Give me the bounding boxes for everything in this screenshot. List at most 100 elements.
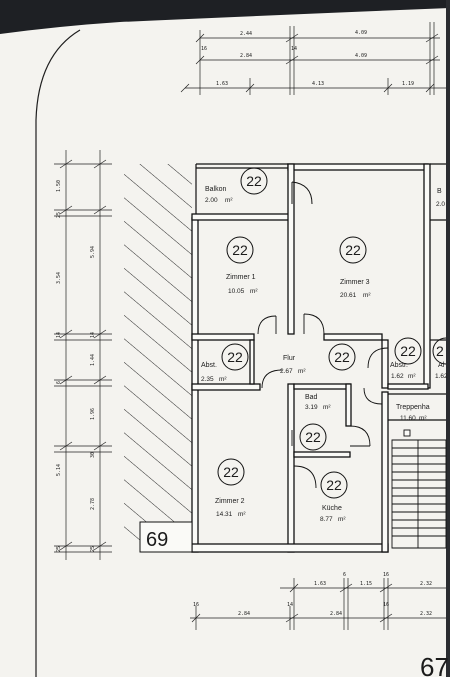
room-name-treppenhaus: Treppenha [396, 404, 430, 411]
dim-top-row3-c: 1.19 [402, 81, 414, 87]
dim-left-inner-4: 1.96 [90, 408, 96, 420]
area-unit: m² [408, 373, 416, 380]
hatched-neighbour-area [124, 164, 192, 548]
dim-left-5: 6 [56, 381, 62, 384]
area-unit: m² [323, 404, 331, 411]
room-number-circle [217, 458, 245, 486]
dim-left-inner-3: 1.44 [90, 354, 96, 366]
room-number: 22 [345, 242, 361, 258]
room-area-zimmer-3: 20.61 [340, 292, 357, 299]
room-number-circle [339, 236, 367, 264]
dim-top-row3-a: 1.63 [216, 81, 228, 87]
balkon-outline [195, 163, 288, 214]
dim-bottom-row1-a: 1.63 [314, 581, 326, 587]
area-unit: m² [225, 197, 233, 204]
dim-top-small-b: 14 [291, 46, 297, 52]
room-area-treppenhaus: 11.60 [400, 415, 416, 422]
top-dimension-labels: 2.44 4.09 2.84 4.09 1.63 4.13 1.19 16 14 [201, 30, 414, 87]
dim-left-inner-6: 2.78 [90, 498, 96, 510]
photo-right-edge [446, 0, 450, 677]
area-unit: m² [238, 511, 246, 518]
room-area-flur: 2.67 [280, 368, 293, 375]
dim-left-7: 25 [56, 546, 62, 552]
dim-bottom-small-d: 16 [383, 572, 389, 578]
room-name-kueche: Küche [322, 505, 342, 512]
room-area-abst: 2.35 [201, 376, 214, 383]
room-area-kueche: 8.77 [320, 516, 333, 523]
room-number: 22 [227, 349, 243, 365]
dim-top-small-a: 16 [201, 46, 207, 52]
room-number: 22 [232, 242, 248, 258]
dim-top-row1-b: 4.09 [355, 30, 367, 36]
dim-top-row1-a: 2.44 [240, 31, 252, 37]
room-name-zimmer-3: Zimmer 3 [340, 279, 370, 286]
area-unit: m² [298, 368, 306, 375]
room-area-zimmer-2: 14.31 [216, 511, 233, 518]
dim-bottom-row1-b: 1.15 [360, 581, 372, 587]
room-area-abstr: 1.62 [391, 373, 404, 380]
room-number-circle [226, 236, 254, 264]
dim-left-inner-5: 30 [90, 452, 96, 458]
room-number: 22 [334, 349, 350, 365]
dim-left-inner-7: 25 [90, 546, 96, 552]
unit-number-left: 69 [146, 529, 168, 551]
dim-top-row2-b: 4.09 [355, 53, 367, 59]
dim-left-3: 5.94 [90, 246, 96, 258]
partial-room-number: 2 [436, 343, 444, 359]
room-name-abstr: Abstr. [390, 362, 408, 369]
room-number: 22 [305, 429, 321, 445]
room-area-zimmer-1: 10.05 [228, 288, 245, 295]
bottom-dimensions [190, 578, 446, 630]
room-number-circle [299, 423, 327, 451]
unit-number-box [139, 521, 193, 553]
room-name-balkon: Balkon [205, 186, 227, 193]
dim-top-row3-b: 4.13 [312, 81, 324, 87]
room-name-flur: Flur [283, 355, 296, 362]
dim-top-row2-a: 2.84 [240, 53, 252, 59]
top-dimensions [180, 22, 446, 95]
area-unit: m² [338, 516, 346, 523]
room-name-zimmer-2: Zimmer 2 [215, 498, 245, 505]
partial-abst-right-name: Al [438, 362, 445, 369]
area-unit: m² [363, 292, 371, 299]
room-labels: 22 Balkon 2.00 m² 22 Zimmer 1 10.05 m² 2… [201, 167, 448, 523]
dim-bottom-small-e: 16 [383, 602, 389, 608]
dim-bottom-row1-c: 2.32 [420, 581, 432, 587]
room-name-bad: Bad [305, 394, 318, 401]
bottom-dimension-labels: 1.63 1.15 2.32 2.84 2.84 2.32 16 14 6 16… [193, 572, 432, 617]
room-number-circle [320, 471, 348, 499]
partial-balkon-right: B [437, 188, 442, 195]
dim-bottom-row2-c: 2.32 [420, 611, 432, 617]
area-unit: m² [419, 415, 427, 422]
dim-bottom-small-b: 14 [287, 602, 293, 608]
room-number: 22 [246, 173, 262, 189]
dim-bottom-small-c: 6 [343, 572, 346, 578]
dim-left-4: 14 [56, 332, 62, 338]
room-number-circle [394, 337, 422, 365]
partial-balkon-right-area: 2.0 [436, 201, 445, 208]
neighbour-right-outline [388, 163, 446, 421]
dim-bottom-small-a: 16 [193, 602, 199, 608]
sheet-border [35, 29, 81, 677]
unit-number-bottom-right: 67 [420, 652, 449, 677]
area-unit: m² [250, 288, 258, 295]
room-number-circle [240, 167, 268, 195]
partial-abst-right-area: 1.62 [435, 373, 448, 380]
dim-left-inner-1: 3.54 [56, 272, 62, 284]
door-swings [257, 313, 389, 489]
photo-top-edge [0, 0, 450, 34]
balcony-door-arc [291, 181, 313, 205]
room-number: 22 [223, 464, 239, 480]
dim-bottom-row2-a: 2.84 [238, 611, 250, 617]
dim-bottom-row2-b: 2.84 [330, 611, 342, 617]
room-number-circle [328, 343, 356, 371]
walls [191, 163, 431, 553]
dim-left-6: 5.14 [56, 464, 62, 476]
dim-left-inner-2: 14 [90, 332, 96, 338]
room-number-circle [221, 343, 249, 371]
room-area-balkon: 2.00 [205, 197, 218, 204]
room-name-abst: Abst. [201, 362, 217, 369]
area-unit: m² [219, 376, 227, 383]
left-dimensions [54, 150, 112, 560]
